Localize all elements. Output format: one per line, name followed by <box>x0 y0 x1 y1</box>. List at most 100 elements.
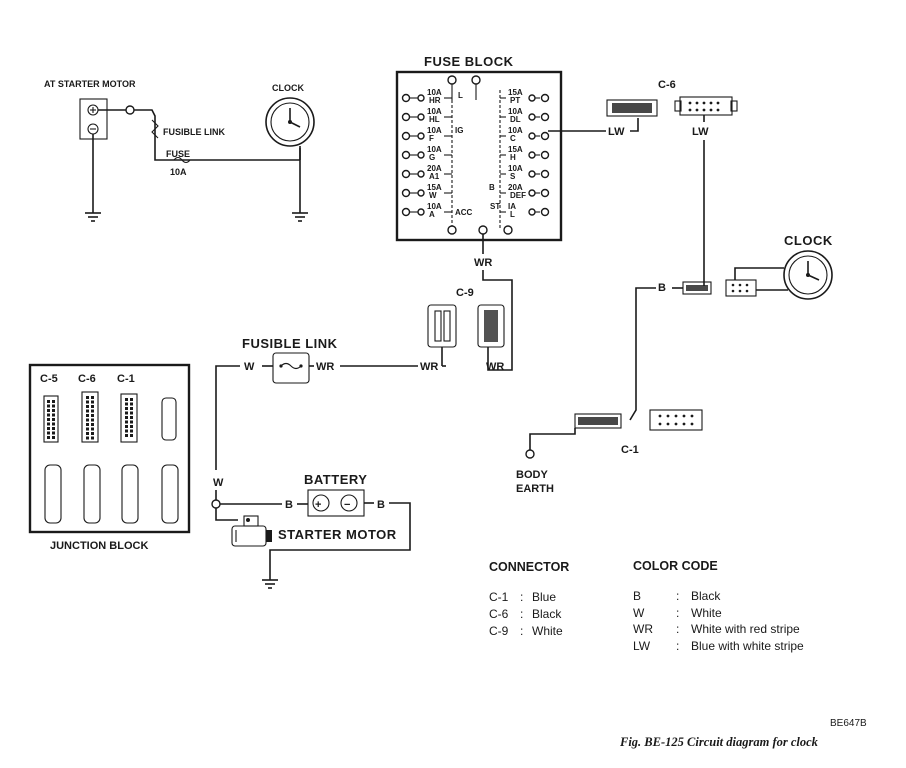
fuse-terminal-icon <box>528 113 536 121</box>
legend-connector-id: C-1 <box>489 590 509 604</box>
jb-slot <box>44 464 62 524</box>
fusible-link-symbol-icon <box>151 119 159 139</box>
jb-slot <box>161 397 177 441</box>
fuse-terminal-icon <box>417 170 425 178</box>
fuse-amp-label: 10A <box>427 202 442 211</box>
legend-connector-sep: : <box>520 624 523 638</box>
fuse-terminal-icon <box>417 208 425 216</box>
at-starter-motor-label: AT STARTER MOTOR <box>44 79 136 89</box>
legend-connector-sep: : <box>520 607 523 621</box>
fuse-amp-label: 10A <box>508 107 523 116</box>
wire-wr-fuse-label: WR <box>474 257 492 269</box>
jb-c6-connector-icon <box>81 391 99 443</box>
fuse-code-label: DEF <box>510 191 526 200</box>
clock-large-label: CLOCK <box>784 233 833 248</box>
fusible-link-small-label: FUSIBLE LINK <box>163 127 225 137</box>
legend-connector-sep: : <box>520 590 523 604</box>
legend-color-code: LW <box>633 639 651 653</box>
fuse-amp-label: 10A <box>427 107 442 116</box>
link-to-starter-wire <box>215 365 240 470</box>
fuse-code-label: G <box>429 153 435 162</box>
legend-color-code: W <box>633 606 645 620</box>
legend-color-code: WR <box>633 622 653 636</box>
fuse-terminal-icon <box>528 189 536 197</box>
wire-wr-link2-label: WR <box>316 361 334 373</box>
fuse-code-label: F <box>429 134 434 143</box>
fuse-code-label: S <box>510 172 516 181</box>
jb-slot <box>83 464 101 524</box>
clock-connector-icon <box>682 279 757 297</box>
legend-color-name: White <box>691 606 722 620</box>
starter-motor-icon <box>231 515 272 547</box>
legend-connector-color: Blue <box>532 590 556 604</box>
fuse-code-label: A <box>429 210 435 219</box>
legend-color-name: Black <box>691 589 721 603</box>
legend-color-name: Blue with white stripe <box>691 639 804 653</box>
bus-acc-label: ACC <box>455 208 473 217</box>
c6-top-label: C-6 <box>658 79 676 91</box>
c6-male-connector-icon <box>606 99 658 117</box>
legend-color-sep: : <box>676 622 679 636</box>
wire-w-link-label: W <box>244 361 255 373</box>
starter-to-clock-wire <box>134 109 300 161</box>
fuse-code-label: DL <box>510 115 521 124</box>
fusible-link-label: FUSIBLE LINK <box>242 336 338 351</box>
c9-connector-icon <box>427 304 505 348</box>
legend-color-sep: : <box>676 606 679 620</box>
fuse-label: FUSE <box>166 149 190 159</box>
wire-b-batt-left-label: B <box>285 499 293 511</box>
fuse-amp-label: 15A <box>508 88 523 97</box>
fuse-amp-label: 15A <box>508 145 523 154</box>
fuse-amp-label: IA <box>508 202 516 211</box>
fuse-code-label: HL <box>429 115 440 124</box>
c9-label: C-9 <box>456 287 474 299</box>
jb-c1-connector-icon <box>120 393 138 443</box>
jb-c6-label: C-6 <box>78 373 96 385</box>
fuse-terminal-icon <box>540 150 550 160</box>
wire-b-clock-label: B <box>658 282 666 294</box>
battery-label: BATTERY <box>304 472 367 487</box>
c1-connector-icon <box>574 409 703 431</box>
figure-ref: BE647B <box>830 718 867 729</box>
fuse-code-label: H <box>510 153 516 162</box>
fuse-terminal-icon <box>540 93 550 103</box>
fuse-code-label: W <box>429 191 437 200</box>
fuse-terminal-icon <box>417 94 425 102</box>
clock-small-icon <box>265 97 315 147</box>
bus-ig-label: IG <box>455 126 463 135</box>
fuse-terminal-icon <box>417 189 425 197</box>
junction-block-frame <box>28 363 191 534</box>
wire-b-batt-right-label: B <box>377 499 385 511</box>
body-earth-label-2: EARTH <box>516 483 554 495</box>
fuse-code-label: HR <box>429 96 441 105</box>
legend-connector-title: CONNECTOR <box>489 560 569 574</box>
fuse-terminal-icon <box>528 151 536 159</box>
fuse-terminal-icon <box>528 170 536 178</box>
fuse-block-title: FUSE BLOCK <box>424 54 514 69</box>
jb-c5-connector-icon <box>43 395 59 443</box>
legend-connector-id: C-9 <box>489 624 509 638</box>
body-earth-icon <box>525 449 535 459</box>
bus-l-label: L <box>458 91 463 100</box>
fuse-terminal-icon <box>540 207 550 217</box>
wire-wr-link-label: WR <box>420 361 438 373</box>
legend-connector-id: C-6 <box>489 607 509 621</box>
fuse-block-frame <box>395 70 563 242</box>
fuse-terminal-icon <box>540 112 550 122</box>
fuse-amp-label: 10A <box>427 145 442 154</box>
jb-slot <box>161 464 179 524</box>
c6-female-connector-icon <box>674 96 738 116</box>
fuse-code-label: C <box>510 134 516 143</box>
fuse-terminal-icon <box>540 131 550 141</box>
ground-icon <box>292 212 308 222</box>
bus-st-label: ST <box>490 202 500 211</box>
clock-to-c1-wire <box>629 287 656 421</box>
fuse-terminal-icon <box>401 93 411 103</box>
